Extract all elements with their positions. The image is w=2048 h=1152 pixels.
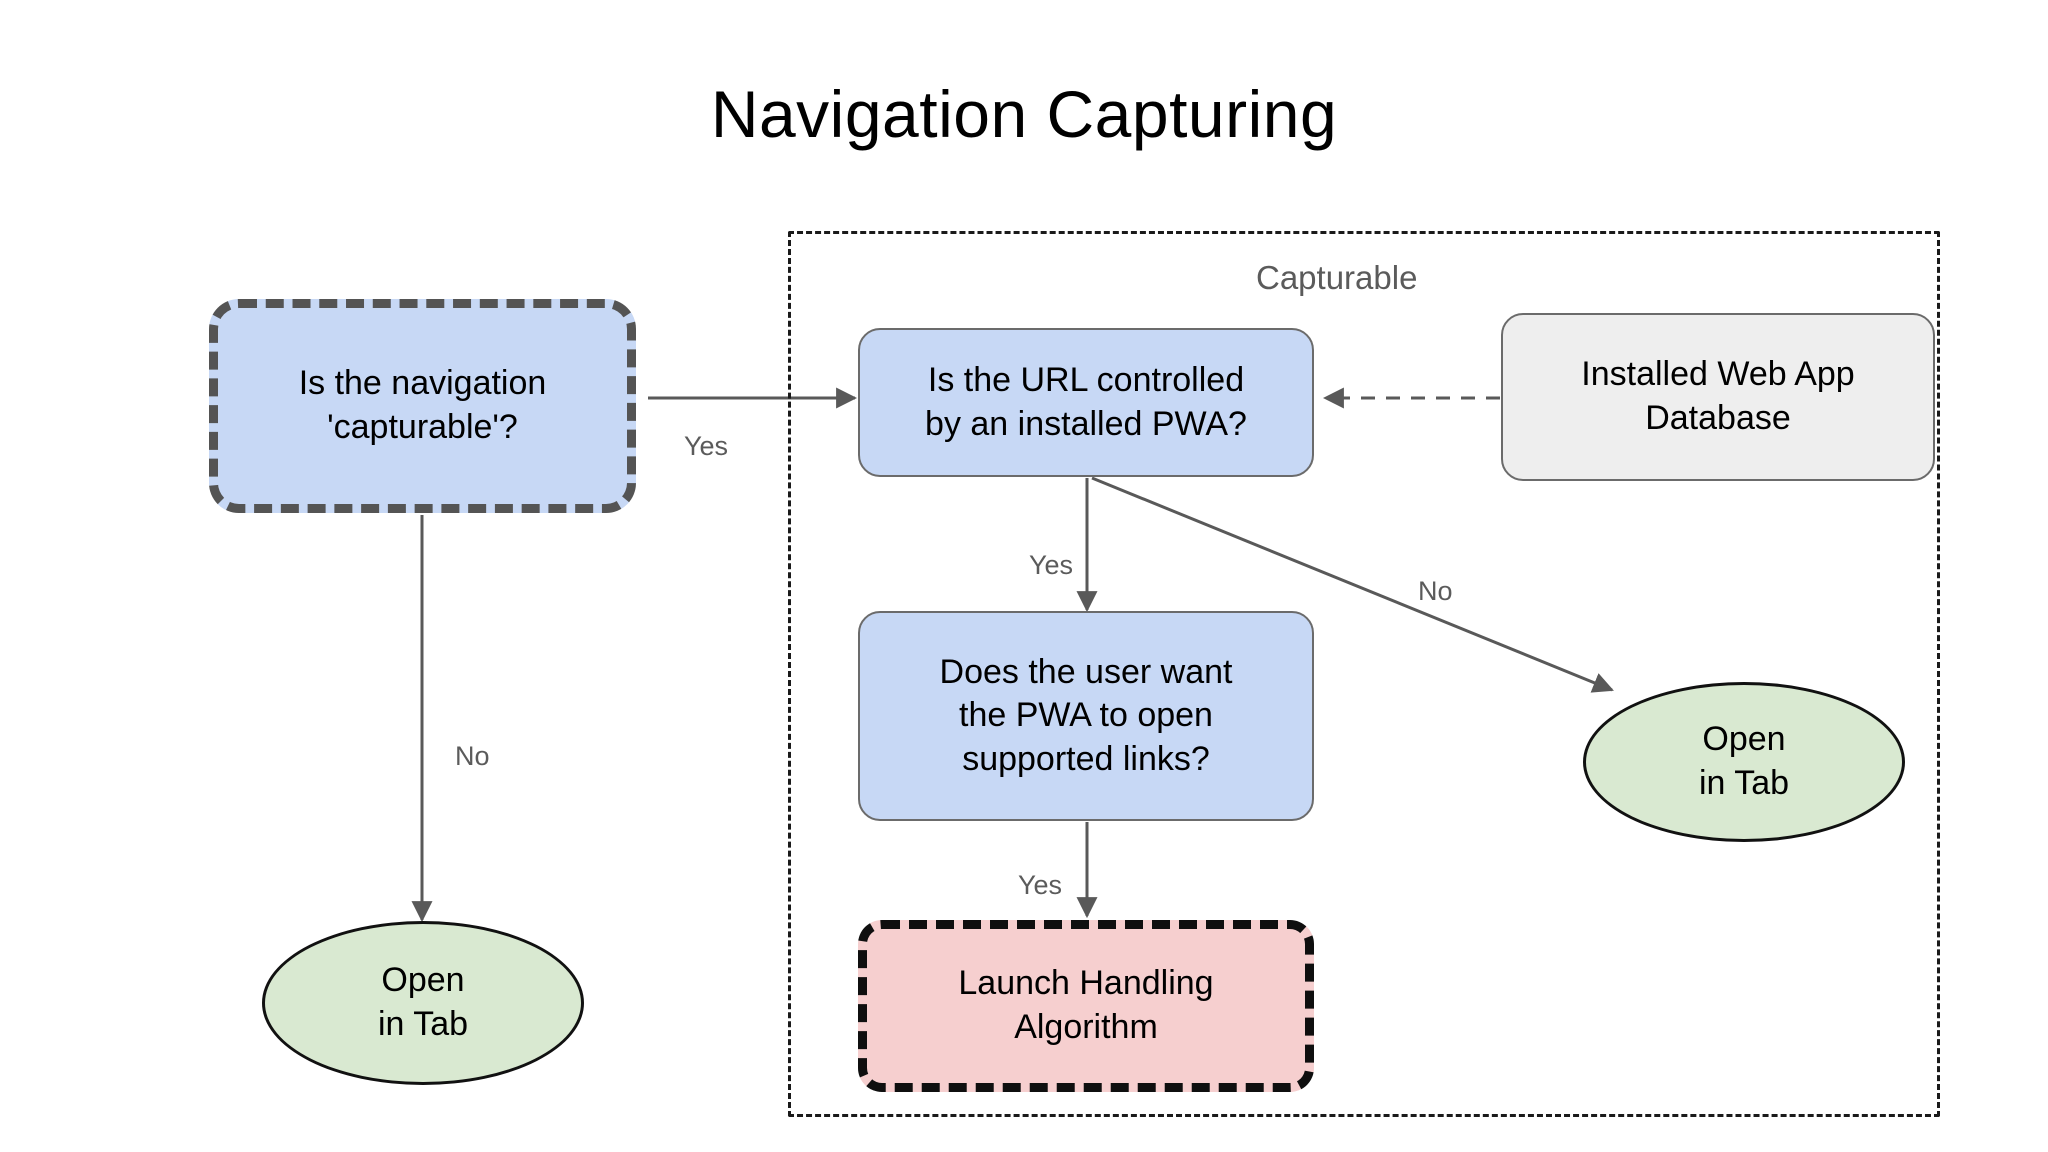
node-open-in-tab-left[interactable]: Open in Tab — [262, 921, 584, 1085]
node-is-url-controlled[interactable]: Is the URL controlled by an installed PW… — [858, 328, 1314, 477]
node-does-user-want-pwa[interactable]: Does the user want the PWA to open suppo… — [858, 611, 1314, 821]
node-is-navigation-capturable[interactable]: Is the navigation 'capturable'? — [209, 299, 636, 513]
node-installed-web-app-database[interactable]: Installed Web App Database — [1501, 313, 1935, 481]
page-title: Navigation Capturing — [710, 77, 1338, 151]
node-launch-handling-algorithm[interactable]: Launch Handling Algorithm — [858, 920, 1314, 1092]
edge-label-user-yes: Yes — [1018, 870, 1063, 900]
node-open-in-tab-right[interactable]: Open in Tab — [1583, 682, 1905, 842]
edge-label-url-no: No — [1418, 576, 1453, 606]
group-capturable — [788, 231, 1940, 1117]
edge-label-capturable-yes: Yes — [684, 431, 729, 461]
edge-label-url-yes: Yes — [1029, 550, 1074, 580]
edge-label-capturable-no: No — [455, 741, 490, 771]
group-capturable-label: Capturable — [1256, 259, 1418, 296]
